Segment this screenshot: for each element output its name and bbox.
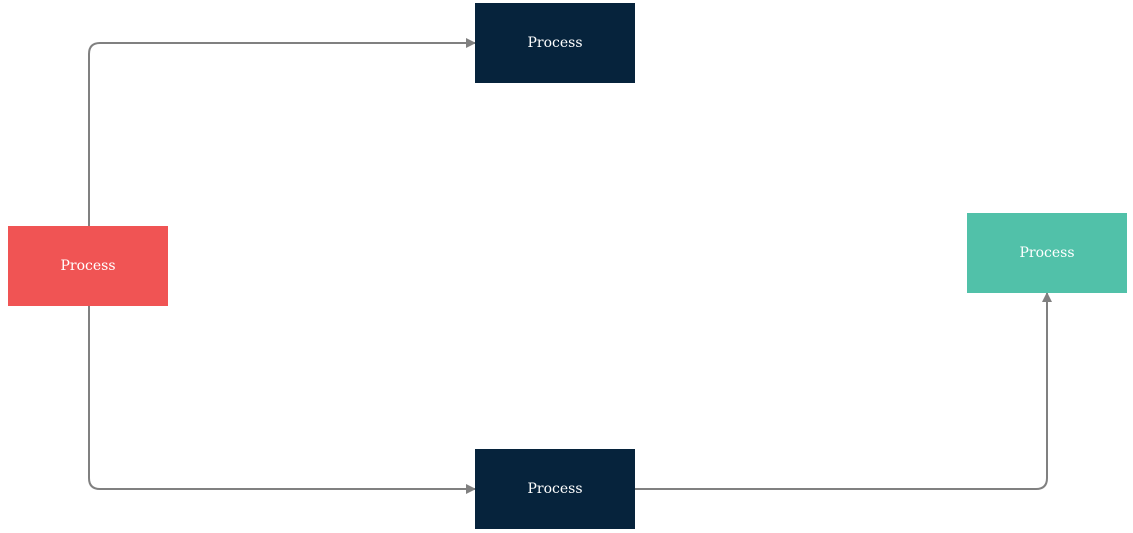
process-node-label: Process	[1019, 245, 1075, 261]
edge-left-to-bottom	[88, 306, 476, 494]
process-node-top[interactable]: Process	[475, 3, 635, 83]
process-node-label: Process	[60, 258, 116, 274]
process-node-right[interactable]: Process	[967, 213, 1127, 293]
process-node-bottom[interactable]: Process	[475, 449, 635, 529]
process-node-label: Process	[527, 481, 583, 497]
edge-left-to-top	[88, 38, 476, 226]
process-node-left[interactable]: Process	[8, 226, 168, 306]
edge-bottom-to-right	[635, 292, 1052, 490]
process-node-label: Process	[527, 35, 583, 51]
